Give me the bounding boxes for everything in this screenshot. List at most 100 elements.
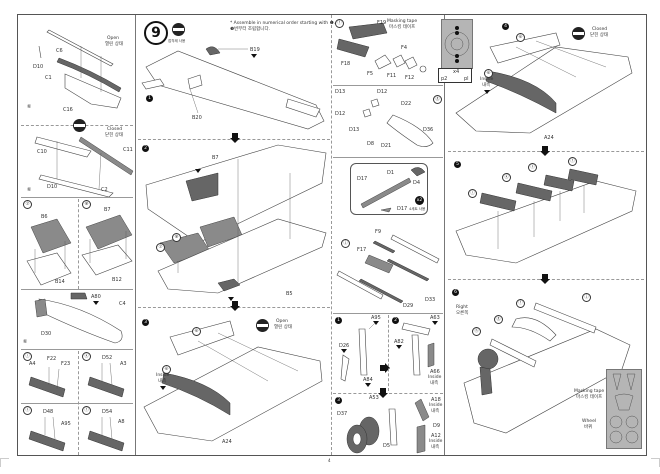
part-label: D9 bbox=[433, 423, 441, 429]
part-label: D10 bbox=[33, 64, 44, 70]
part-label: C10 bbox=[37, 149, 47, 155]
wing-lower-drawing bbox=[141, 46, 325, 130]
cement-icon bbox=[172, 23, 185, 36]
step-ref: ⓘ bbox=[468, 189, 477, 198]
cement-marker-icon bbox=[195, 169, 201, 173]
section-divider bbox=[21, 197, 133, 198]
part-label: B14 bbox=[55, 279, 65, 285]
right-side-en: Right bbox=[456, 305, 468, 310]
part-label: C1 bbox=[45, 75, 52, 81]
missile-drawing bbox=[360, 167, 426, 213]
step-ref: ⑦ bbox=[156, 243, 165, 252]
part-label: D37 bbox=[337, 411, 348, 417]
part-label: p2 bbox=[441, 76, 448, 82]
slat-open-drawing bbox=[38, 29, 122, 109]
inside-ko: 내측 bbox=[430, 381, 439, 386]
step9-sub3: 3 ⑥ ⑥ Inside 내측 Open 열린 상태 A24 bbox=[138, 311, 330, 453]
panel-step-f: ⓕ F19 F18 F4 F5 F11 F12 Masking tape 마스킹… bbox=[333, 17, 443, 83]
part-label: D13 bbox=[349, 127, 360, 133]
arrow-down-icon bbox=[540, 274, 550, 284]
wing-slat-closed-drawing bbox=[455, 32, 633, 134]
inside-en: Inside bbox=[429, 439, 443, 444]
part-label: F5 bbox=[367, 71, 374, 77]
gear-sub3: 3 A53 D37 D5 A18 Inside 내측 D9 A12 Inside… bbox=[333, 395, 443, 454]
state-closed-ko: 닫힌 상태 bbox=[105, 133, 123, 138]
part-label: F19 bbox=[377, 20, 387, 26]
column-divider bbox=[135, 15, 136, 455]
step-ref: ⓙ bbox=[582, 293, 591, 302]
state-open-en: Open bbox=[276, 319, 289, 324]
part-label: F17 bbox=[357, 247, 367, 253]
state-open-ko: 열린 상태 bbox=[105, 42, 123, 47]
cement-icon bbox=[256, 319, 269, 332]
part-label: B12 bbox=[112, 277, 122, 283]
panel-step-i: ⓘ A4 F22 F23 bbox=[21, 351, 77, 403]
step9-sub5: 5 ⓘ ⓚ ⓢ ⓣ bbox=[446, 155, 644, 277]
part-label: F22 bbox=[47, 356, 57, 362]
part-label: F23 bbox=[61, 361, 71, 367]
panel-slat-open: D10 C6 C1 C16 Open 열린 상태 ⑥ bbox=[21, 18, 133, 118]
part-label: C16 bbox=[63, 107, 73, 113]
inset-count: x4 bbox=[453, 69, 460, 75]
wheel-mask-pattern bbox=[609, 373, 639, 444]
step-ref: ⑥ bbox=[516, 33, 525, 42]
cement-marker-icon bbox=[373, 321, 379, 325]
section-divider bbox=[333, 157, 443, 158]
masking-tape-sheet bbox=[606, 369, 642, 449]
substep-number: 2 bbox=[142, 145, 149, 152]
part-label: D8 bbox=[367, 141, 375, 147]
panel-k-drawing bbox=[87, 362, 125, 398]
panel-launcher: ⓙ F9 F17 D29 D33 bbox=[333, 225, 443, 311]
step-ref: ⑥ bbox=[23, 339, 28, 345]
step-ref: ⓕ bbox=[335, 19, 344, 28]
part-label: B19 bbox=[250, 47, 260, 53]
section-divider bbox=[333, 85, 443, 86]
wing-slat-drawing bbox=[143, 320, 323, 442]
part-label: D4 bbox=[413, 180, 421, 186]
part-label: B5 bbox=[286, 291, 293, 297]
crop-mark bbox=[0, 458, 9, 467]
inside-ko: 내측 bbox=[431, 445, 440, 450]
part-label: D12 bbox=[377, 89, 388, 95]
step-ref: ⑥ bbox=[484, 69, 493, 78]
gear-sub1: 1 A95 D26 A84 bbox=[333, 315, 387, 391]
panel-7-drawing bbox=[26, 218, 72, 286]
cement-marker-icon bbox=[396, 345, 402, 349]
inside-ko: 내측 bbox=[158, 379, 167, 384]
wheel-label-ko: 바퀴 bbox=[584, 425, 593, 430]
state-closed-en: Closed bbox=[107, 127, 123, 132]
part-label: A95 bbox=[61, 421, 71, 427]
inside-ko: 내측 bbox=[431, 409, 440, 414]
part-label: A82 bbox=[394, 339, 404, 345]
part-label: D36 bbox=[423, 127, 434, 133]
part-label: B7 bbox=[212, 155, 219, 161]
part-label: C2 bbox=[101, 187, 108, 193]
panel-f-drawing bbox=[336, 22, 427, 73]
panel-step-t: ⓣ D54 A8 bbox=[80, 405, 134, 455]
step-ref: ⓙ bbox=[341, 239, 350, 248]
part-label: D21 bbox=[381, 143, 392, 149]
part-label: A4 bbox=[29, 361, 36, 367]
part-label: D5 bbox=[383, 443, 391, 449]
substep-number: 1 bbox=[335, 317, 342, 324]
masking-tape-pattern bbox=[444, 26, 470, 63]
section-divider bbox=[333, 313, 443, 314]
substep-number: 2 bbox=[392, 317, 399, 324]
part-label: D52 bbox=[102, 355, 113, 361]
part-label: A95 bbox=[371, 315, 381, 321]
cement-label: 접착제 사용 bbox=[168, 39, 186, 43]
part-label: F18 bbox=[341, 61, 351, 67]
part-label: A12 bbox=[431, 433, 441, 439]
part-label: C6 bbox=[56, 48, 63, 54]
arrow-down-icon bbox=[540, 146, 550, 156]
panel-t-drawing bbox=[87, 416, 125, 452]
panel-s-drawing bbox=[28, 416, 66, 452]
part-label: D1 bbox=[387, 170, 395, 176]
masking-tape-ko: 마스킹 테이프 bbox=[389, 25, 416, 30]
column-divider bbox=[444, 15, 445, 455]
step-ref: ⑦ bbox=[23, 200, 32, 209]
step9-sub6: 6 Right 오른쪽 ⓙ ⓕ ⓖ ⓗ Masking tape 마스킹 테이프… bbox=[446, 283, 644, 453]
section-divider bbox=[78, 199, 79, 289]
cement-marker-icon bbox=[251, 54, 257, 58]
step-ref: ⓘ bbox=[23, 352, 32, 361]
